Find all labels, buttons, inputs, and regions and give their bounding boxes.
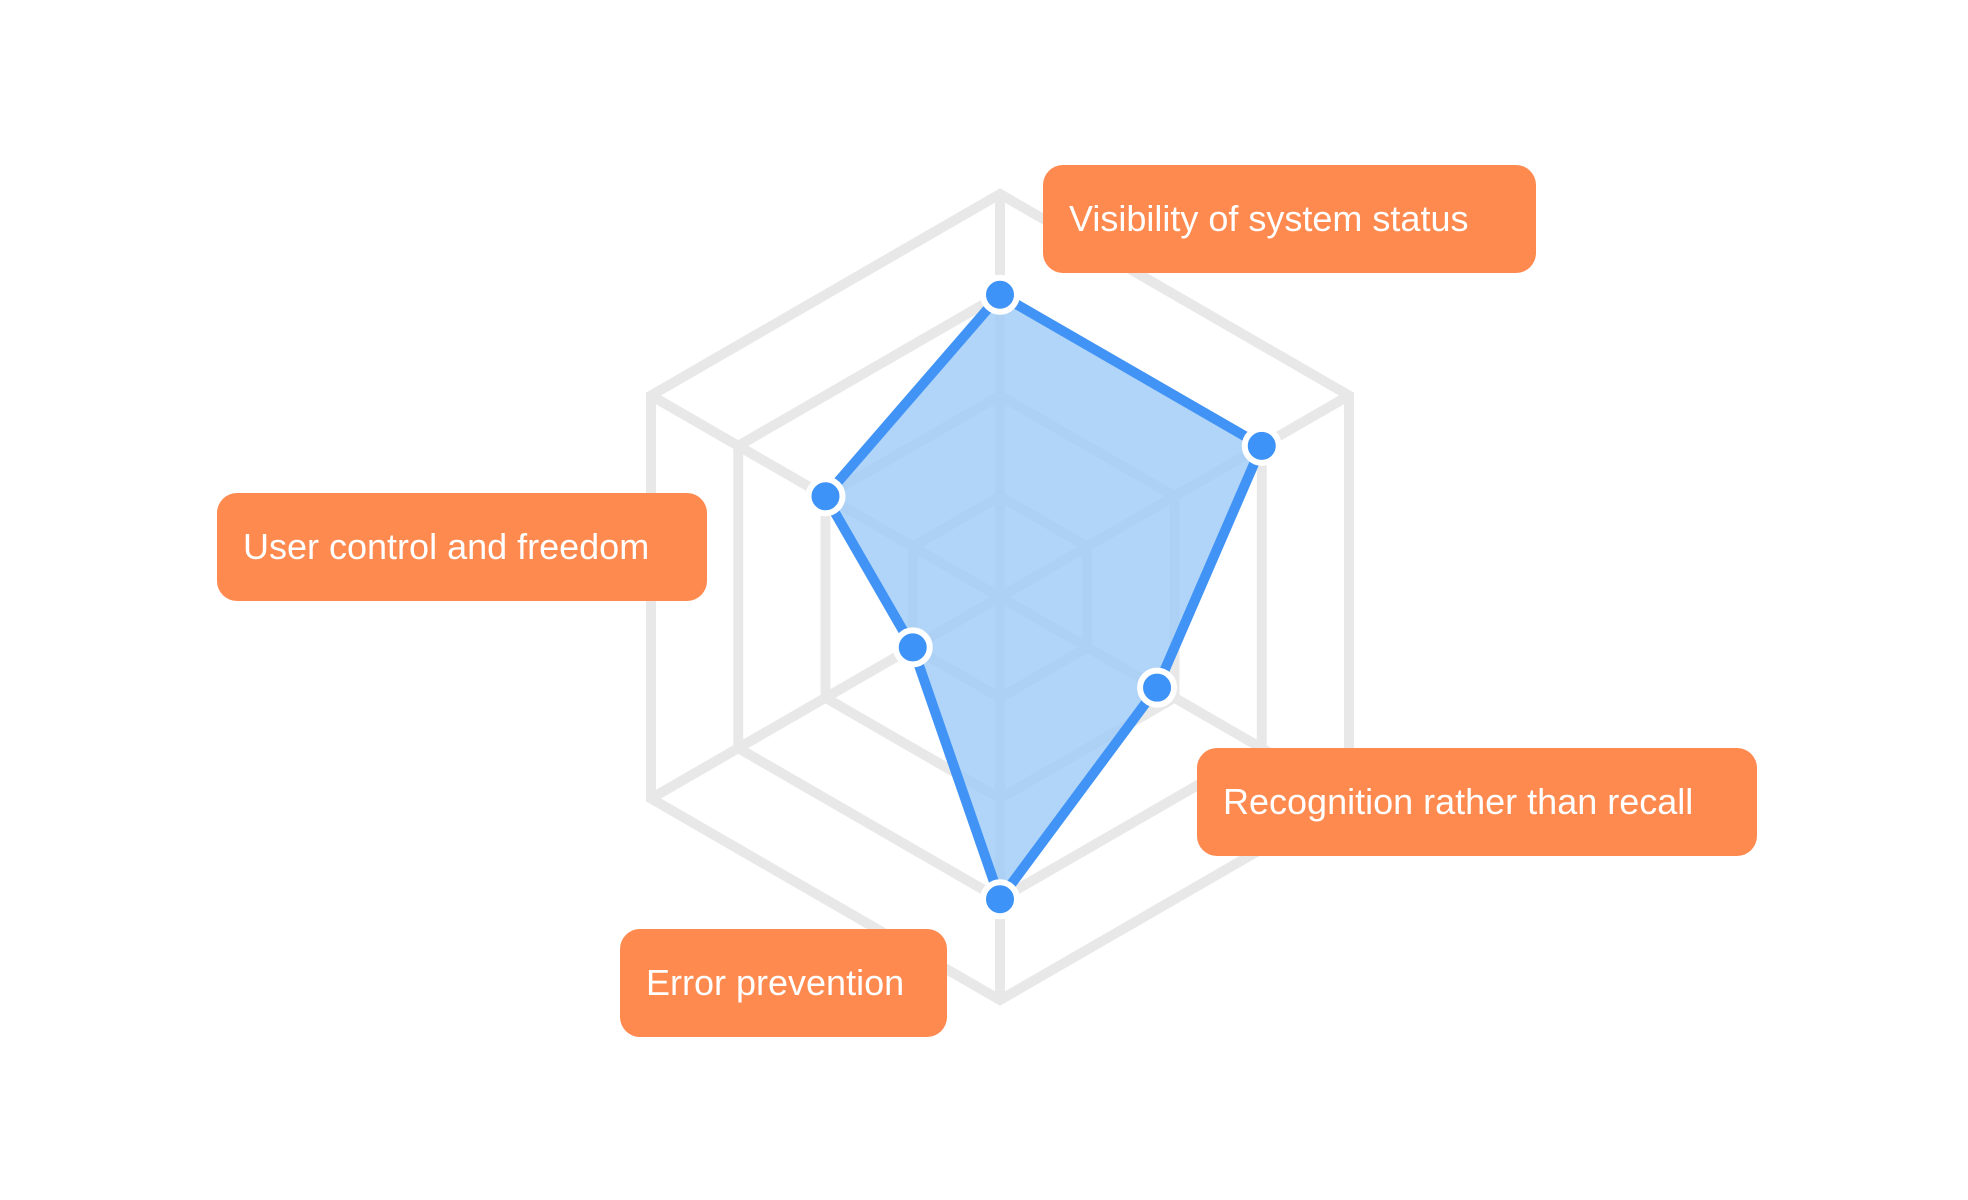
data-point-1 <box>1241 425 1282 466</box>
series-area <box>825 294 1262 900</box>
callout-recognition-rather-than-recall: Recognition rather than recall <box>1197 748 1757 856</box>
data-point-0 <box>980 274 1020 315</box>
callout-visibility-of-system-status: Visibility of system status <box>1043 165 1536 273</box>
callout-error-prevention: Error prevention <box>620 929 947 1037</box>
data-point-5 <box>805 476 846 517</box>
data-point-4 <box>892 627 933 668</box>
radar-points <box>805 274 1282 920</box>
data-point-2 <box>1137 667 1178 708</box>
callout-user-control-and-freedom: User control and freedom <box>217 493 707 601</box>
data-point-3 <box>980 879 1020 920</box>
